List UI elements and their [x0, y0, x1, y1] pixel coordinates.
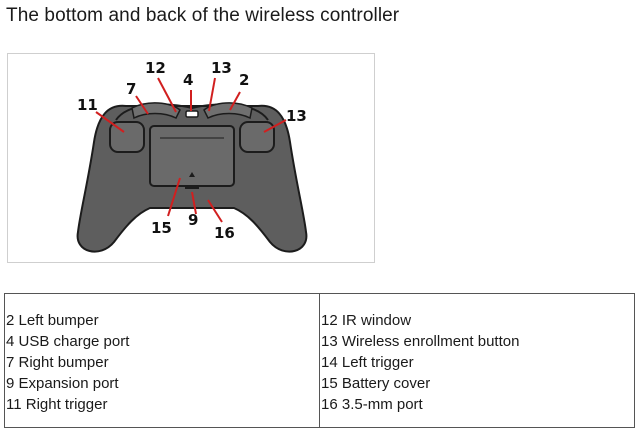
leader-12 [157, 77, 177, 113]
leader-13-right [263, 119, 287, 133]
legend-item: 4 USB charge port [6, 333, 130, 350]
leader-11 [95, 111, 125, 133]
callout-9: 9 [188, 211, 198, 229]
legend-item: 9 Expansion port [6, 375, 119, 392]
legend-item: 7 Right bumper [6, 354, 109, 371]
legend-item: 16 3.5-mm port [321, 396, 423, 413]
callout-16: 16 [214, 224, 235, 242]
callout-11: 11 [77, 96, 98, 114]
leader-9 [191, 191, 197, 215]
leader-2 [229, 91, 241, 111]
callout-2: 2 [239, 71, 249, 89]
right-trigger-shape [239, 121, 275, 153]
leader-15 [167, 177, 181, 217]
page-title: The bottom and back of the wireless cont… [6, 5, 400, 26]
legend-item: 15 Battery cover [321, 375, 431, 392]
cover-mark-shape [189, 172, 195, 177]
legend-item: 12 IR window [321, 312, 412, 329]
leader-7 [135, 95, 149, 115]
leader-13-top [208, 77, 216, 112]
controller-illustration: 12 4 13 2 7 11 13 15 9 16 [76, 59, 308, 253]
leader-16 [207, 199, 223, 223]
legend-item: 2 Left bumper [6, 312, 99, 329]
usb-port-shape [185, 110, 199, 118]
legend-item: 13 Wireless enrollment button [321, 333, 520, 350]
callout-15: 15 [151, 219, 172, 237]
callout-4: 4 [183, 71, 193, 89]
callout-13-top: 13 [211, 59, 232, 77]
battery-cover-shape [149, 125, 235, 187]
controller-diagram: 12 4 13 2 7 11 13 15 9 16 [7, 53, 375, 263]
legend-item: 14 Left trigger [321, 354, 414, 371]
callout-13-right: 13 [286, 107, 307, 125]
callout-7: 7 [126, 80, 136, 98]
legend-item: 11 Right trigger [6, 396, 108, 413]
legend-column-right: 12 IR window 13 Wireless enrollment butt… [319, 293, 635, 428]
callout-12: 12 [145, 59, 166, 77]
parts-legend-table: 2 Left bumper 4 USB charge port 7 Right … [4, 293, 635, 428]
legend-column-left: 2 Left bumper 4 USB charge port 7 Right … [4, 293, 320, 428]
left-trigger-shape [109, 121, 145, 153]
